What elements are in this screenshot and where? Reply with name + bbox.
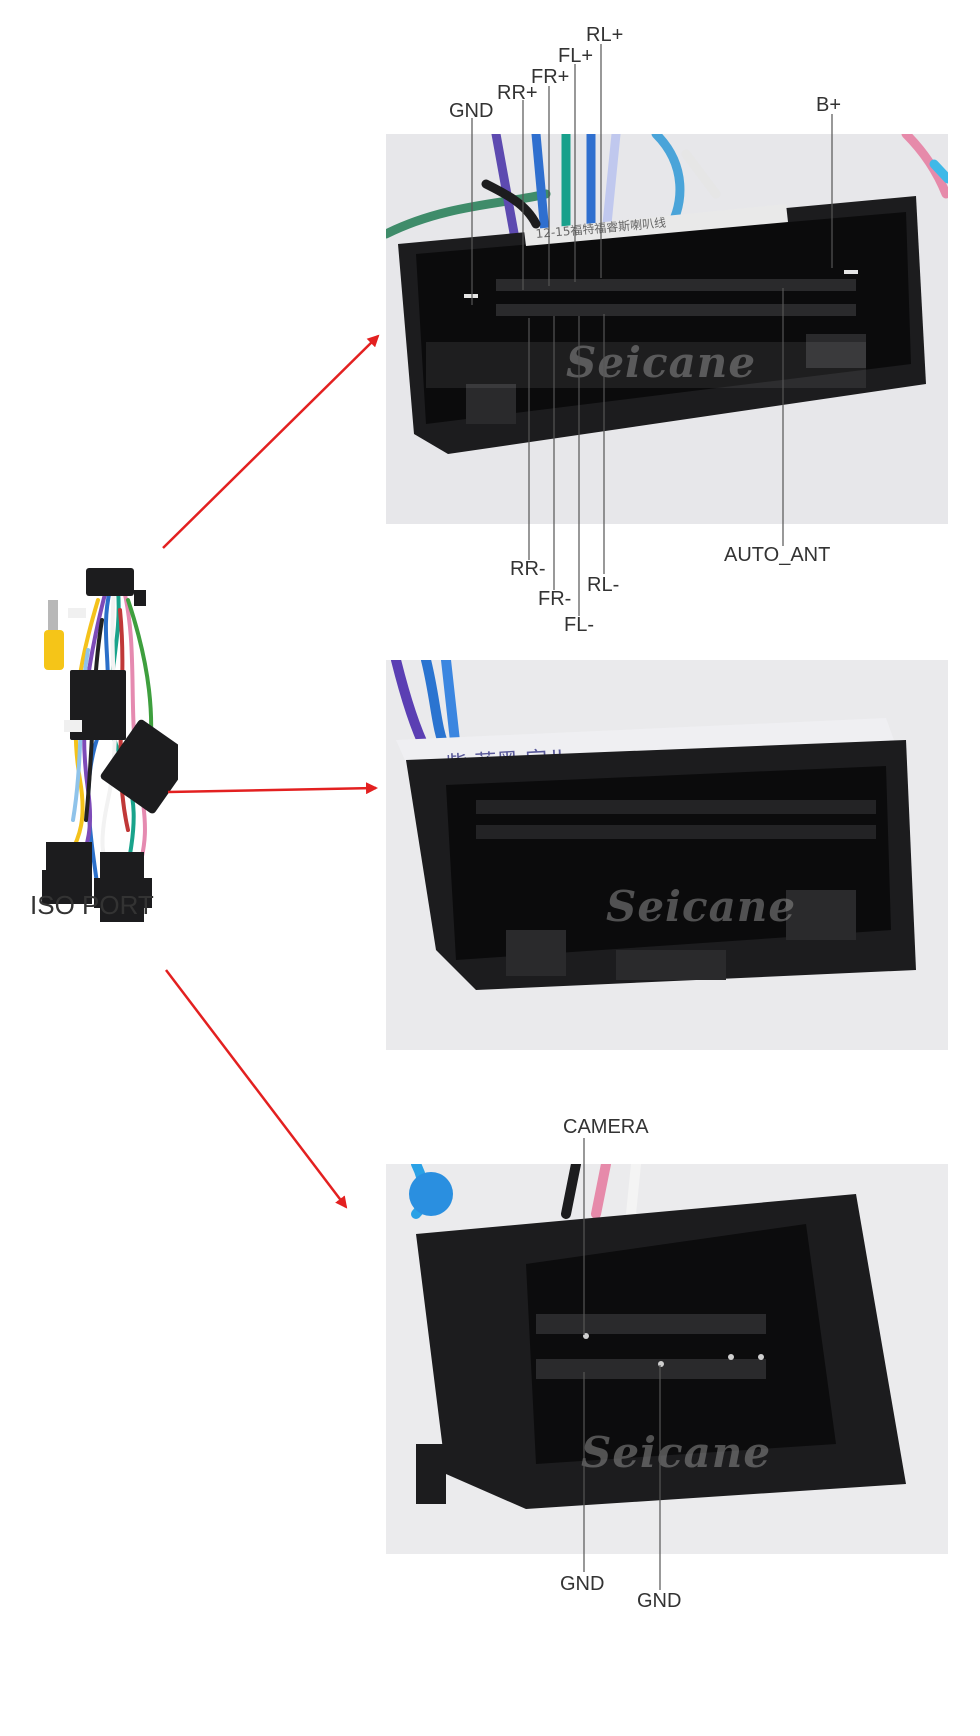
label-fr-minus: FR- [538, 588, 572, 610]
label-rr-plus: RR+ [497, 82, 538, 104]
label-gnd: GND [449, 100, 494, 122]
watermark-3: Seicane [581, 1428, 772, 1477]
arrow-to-connector-2 [167, 782, 378, 795]
connector-photo-2: 紫 蓝黑 字ル Seicane [386, 660, 948, 1050]
watermark-2: Seicane [606, 882, 797, 931]
arrow-to-connector-3 [165, 969, 348, 1209]
label-gnd-2: GND [637, 1590, 682, 1612]
connector-photo-3: Seicane [386, 1164, 948, 1554]
label-rl-plus: RL+ [586, 24, 624, 46]
connector-photo-1: 12-15福特福睿斯喇叭线 Seicane [386, 134, 948, 524]
label-rr-minus: RR- [510, 558, 546, 580]
label-fl-minus: FL- [564, 614, 594, 636]
arrow-to-connector-1 [162, 334, 380, 549]
label-fr-plus: FR+ [531, 66, 570, 88]
watermark-band [426, 342, 866, 388]
iso-harness-image [28, 560, 178, 970]
label-gnd-1: GND [560, 1573, 605, 1595]
label-auto-ant: AUTO_ANT [724, 544, 831, 566]
label-fl-plus: FL+ [558, 45, 594, 67]
label-b-plus: B+ [816, 94, 842, 116]
label-rl-minus: RL- [587, 574, 620, 596]
watermark-1: Seicane [566, 338, 757, 387]
label-camera: CAMERA [563, 1116, 649, 1138]
iso-port-label: ISO PORT [30, 890, 154, 920]
